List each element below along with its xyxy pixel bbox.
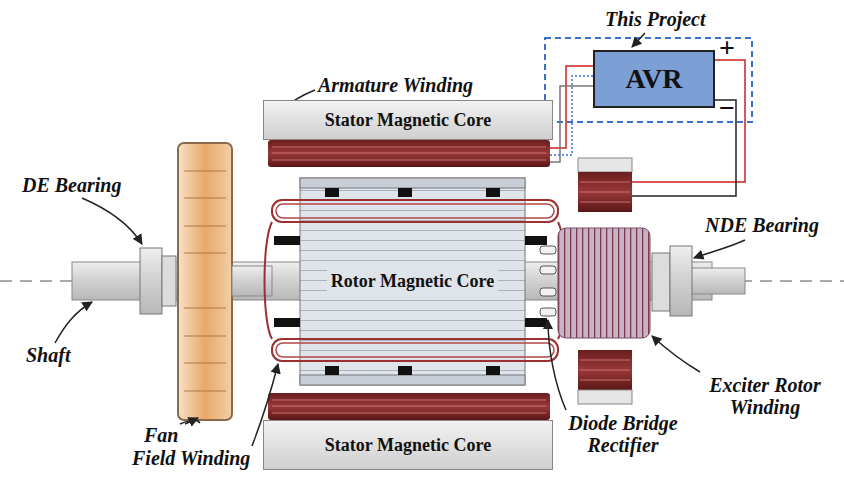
armature-turns — [272, 147, 546, 160]
stator-core: Stator Magnetic Core — [263, 100, 553, 140]
part-label: Diode Bridge Rectifier — [553, 412, 693, 456]
nde-bearing — [670, 246, 692, 316]
part-label: + — [719, 34, 743, 62]
wiring — [550, 60, 745, 196]
node-label: Stator Magnetic Core — [325, 435, 491, 456]
armature-winding — [268, 393, 550, 420]
node-label: Stator Magnetic Core — [325, 110, 491, 131]
leader-line — [55, 33, 745, 446]
part-label: Exciter Rotor Winding — [690, 374, 840, 418]
armature-winding — [268, 140, 550, 167]
avr-box: AVR — [593, 50, 715, 108]
stator-core: Stator Magnetic Core — [263, 420, 553, 470]
diode-bridge — [540, 246, 556, 316]
node-label: AVR — [625, 63, 682, 95]
shaft-end — [690, 268, 745, 294]
part-label: NDE Bearing — [705, 214, 840, 236]
rotor-slots — [274, 188, 547, 375]
fan-blades — [184, 171, 226, 391]
part-label: Shaft — [26, 344, 96, 366]
exciter-rotor — [558, 228, 650, 338]
part-label: Field Winding — [132, 447, 262, 469]
de-bearing — [140, 248, 162, 314]
part-label: This Project — [605, 8, 755, 30]
exciter-stator — [578, 390, 632, 404]
fan-hub — [232, 266, 272, 296]
nde-bearing-race — [652, 253, 670, 311]
exciter-stator — [578, 158, 632, 172]
part-label: DE Bearing — [22, 174, 142, 196]
part-label: − — [719, 94, 743, 122]
rotor-core — [300, 178, 525, 385]
exciter-field-winding — [578, 350, 632, 390]
part-label: Armature Winding — [318, 74, 488, 96]
rotor-core: Rotor Magnetic Core — [300, 178, 525, 385]
node-label: Rotor Magnetic Core — [327, 270, 498, 293]
de-bearing-race — [162, 256, 176, 306]
part-label: Fan — [144, 424, 194, 446]
armature-turns — [272, 400, 546, 413]
fan — [178, 143, 232, 420]
exciter-field-winding — [578, 172, 632, 212]
